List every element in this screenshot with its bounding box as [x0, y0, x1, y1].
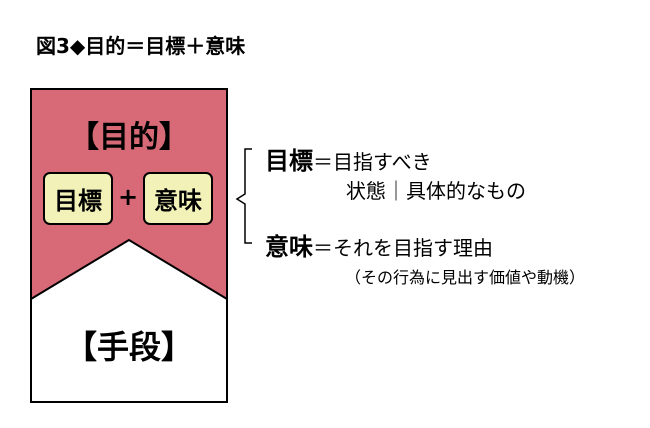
- goal-text: ＝目指すべき: [313, 150, 432, 174]
- meaning-definition: 意味＝それを目指す理由: [265, 227, 493, 262]
- figure-caption: 図3◆目的＝目標＋意味: [36, 34, 246, 58]
- goal-definition: 目標＝目指すべき: [265, 141, 432, 176]
- means-title: 【手段】: [64, 328, 193, 366]
- purpose-region: [31, 89, 227, 299]
- means-region: [31, 240, 227, 402]
- goal-term: 目標: [265, 147, 313, 175]
- meaning-note: （その行為に見出す価値や動機）: [345, 268, 586, 287]
- meaning-chip: 意味: [143, 172, 213, 225]
- outer-frame: [30, 88, 228, 403]
- meaning-term: 意味: [265, 233, 313, 261]
- chevron-divider: [30, 238, 228, 300]
- bracket-icon: [235, 148, 252, 244]
- plus-sign: +: [117, 183, 139, 211]
- goal-definition-continued: 状態｜具体的なもの: [346, 179, 526, 203]
- meaning-text: ＝それを目指す理由: [313, 236, 493, 260]
- purpose-title: 【目的】: [69, 120, 189, 155]
- goal-chip: 目標: [43, 172, 113, 225]
